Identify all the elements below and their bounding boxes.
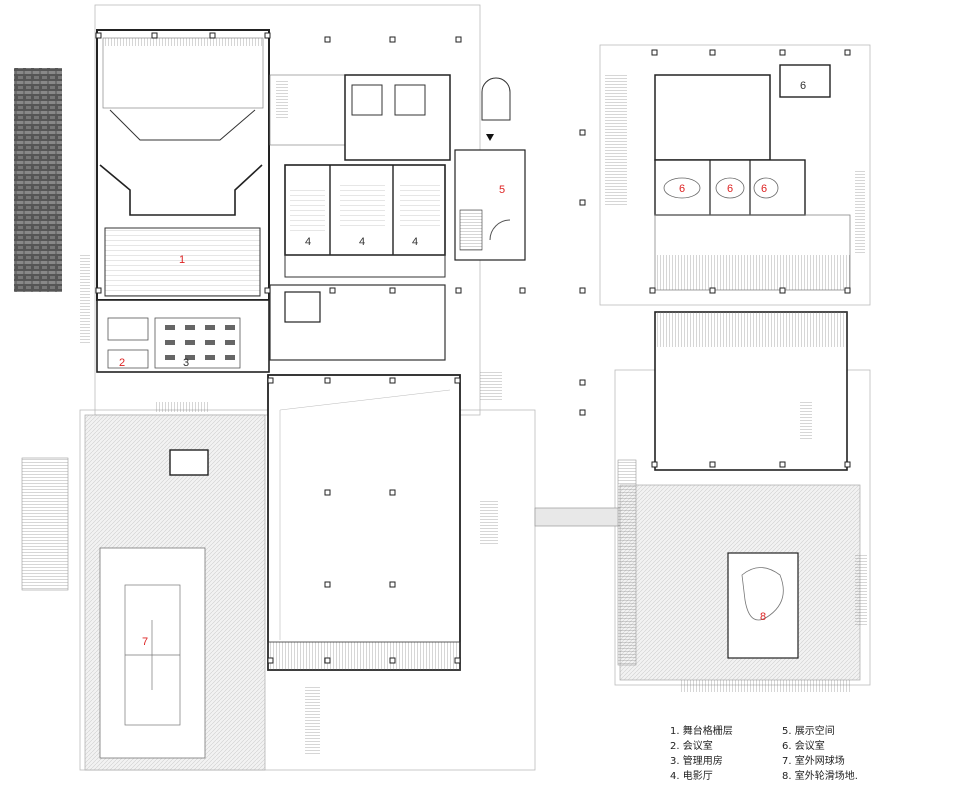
skate-area [617,459,867,692]
legend-item-1: 1. 舞台格栅层 [670,726,733,737]
room-label-4c: 4 [412,236,418,248]
room-label-5: 5 [499,184,505,196]
theatre-block [80,29,270,373]
room-label-6b: 6 [679,183,685,195]
room-label-7: 7 [142,636,148,648]
central-hall [267,370,502,755]
room-label-6c: 6 [727,183,733,195]
legend: 1. 舞台格栅层 5. 展示空间 2. 会议室 6. 会议室 3. 管理用房 7… [670,726,910,783]
column-grid [95,32,851,664]
room-label-6a: 6 [800,80,806,92]
tennis-court-area [21,402,266,771]
room-labels: 1 2 3 4 4 4 5 6 6 6 6 7 8 [119,80,806,648]
right-hall [654,311,848,471]
legend-item-4: 4. 电影厅 [670,771,713,782]
legend-item-5: 5. 展示空间 [782,726,835,737]
legend-item-7: 7. 室外网球场 [782,756,845,767]
brick-wall-texture [14,68,62,292]
cinema-block [269,74,526,361]
room-label-6d: 6 [761,183,767,195]
room-label-2: 2 [119,357,125,369]
legend-item-3: 3. 管理用房 [670,756,723,767]
room-label-1: 1 [179,254,185,266]
room-label-3: 3 [183,357,189,369]
room-label-4b: 4 [359,236,365,248]
room-label-4a: 4 [305,236,311,248]
legend-item-2: 2. 会议室 [670,741,713,752]
legend-item-8: 8. 室外轮滑场地. [782,771,858,782]
legend-item-6: 6. 会议室 [782,741,825,752]
room-label-8: 8 [760,611,766,623]
meeting-block [605,64,865,291]
